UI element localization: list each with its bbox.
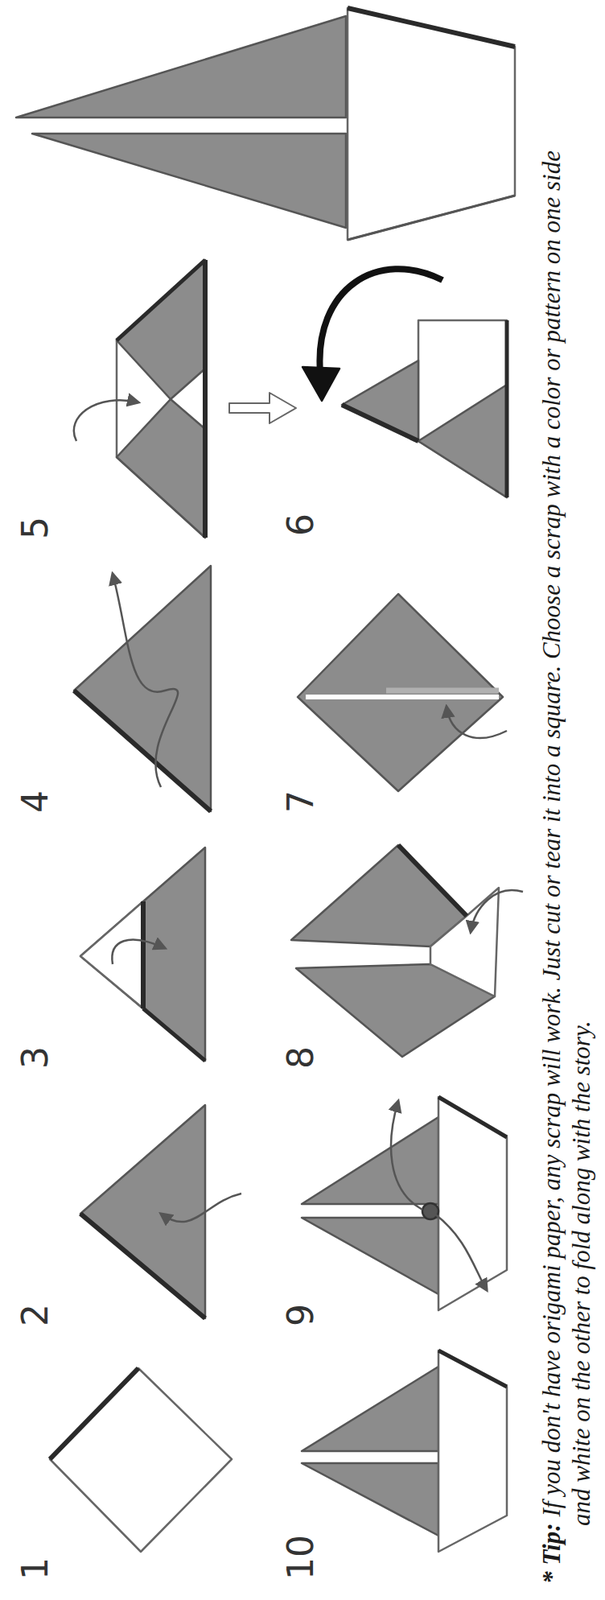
pinch-point [422, 1202, 439, 1219]
boat-hull [438, 1349, 507, 1552]
tip-heading: * Tip: [537, 1522, 566, 1584]
triangle-shape [74, 565, 211, 811]
step-number: 7 [283, 790, 319, 813]
fold-arrow [446, 706, 507, 738]
step-number: 2 [17, 1303, 54, 1326]
fold-arrow [111, 939, 165, 964]
next-arrow [229, 392, 297, 424]
flip-triangle [74, 565, 211, 811]
tip-text: If you don't have origami paper, any scr… [537, 150, 596, 1526]
triangle-shape [80, 847, 206, 1061]
thick-edge [505, 320, 510, 498]
step-number: 4 [17, 790, 54, 813]
hull-gray [418, 384, 507, 498]
right-panel [291, 844, 467, 947]
tip-note: * Tip:If you don't have origami paper, a… [537, 141, 597, 1584]
right-sail [301, 1366, 439, 1451]
thick-edge [80, 1213, 206, 1318]
open-shape [291, 844, 523, 1057]
lift-flap [302, 268, 507, 498]
thick-edge [347, 8, 515, 47]
step-number: 8 [283, 1045, 319, 1069]
finished-boat [301, 1349, 507, 1552]
raised-flap [341, 360, 419, 441]
fold-diamond [297, 593, 507, 791]
thick-edge [386, 687, 499, 694]
pull-arrow [434, 1213, 487, 1290]
thick-edge [398, 844, 467, 916]
turn-arrow [319, 268, 443, 373]
thick-edge [341, 404, 419, 441]
fold-arrow [160, 1193, 242, 1222]
thick-edge [202, 259, 208, 538]
left-sail [32, 133, 346, 228]
thick-edge [438, 1096, 507, 1137]
paper-square [49, 1367, 232, 1552]
right-sail [16, 16, 346, 118]
thick-edge [143, 1008, 206, 1061]
square-outline [49, 1367, 232, 1552]
hat-left [116, 399, 206, 538]
large-boat [16, 8, 515, 240]
hat-outline [116, 259, 206, 538]
boat-hull [438, 1096, 507, 1310]
triangle-shape [80, 1104, 206, 1318]
thick-edge [438, 1349, 507, 1387]
thick-edge [74, 690, 211, 811]
step-number: 6 [283, 513, 319, 536]
right-sail [301, 1116, 439, 1204]
paper-hat [74, 259, 206, 538]
thick-edge [140, 901, 146, 1009]
boat-pull [301, 1096, 507, 1310]
fold-arrow [470, 889, 523, 932]
fold-arrow [74, 399, 139, 441]
pull-arrow [390, 1100, 423, 1210]
boat-hull [347, 8, 515, 240]
diamond-shape [297, 593, 503, 791]
hat-right [116, 259, 206, 400]
white-base [430, 887, 499, 996]
hull-edge [347, 195, 515, 240]
step-number: 1 [17, 1556, 54, 1580]
step-number: 10 [283, 1534, 319, 1580]
step-number: 9 [283, 1303, 319, 1326]
thick-edge [116, 259, 206, 341]
turn-arrowhead [302, 366, 340, 401]
fold-triangle [80, 1104, 242, 1318]
step-number: 5 [17, 516, 54, 540]
step-number: 3 [17, 1045, 54, 1069]
hull-white [418, 320, 507, 498]
flip-arrow [112, 573, 178, 787]
thick-edge [49, 1367, 139, 1459]
center-slit [305, 694, 499, 700]
left-sail [301, 1217, 439, 1294]
fold-triangle-flap [80, 847, 206, 1061]
left-sail [301, 1462, 439, 1536]
